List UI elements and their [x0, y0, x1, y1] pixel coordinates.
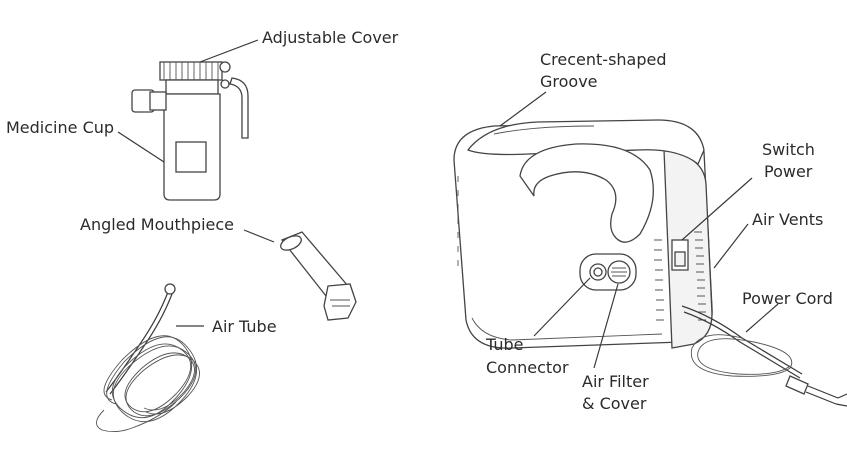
label-tube-connector-line1: Tube: [486, 335, 524, 354]
leader-switch: [681, 177, 753, 241]
leader-air-filter: [593, 283, 619, 369]
mouthpiece-drawing: [280, 231, 357, 321]
label-tube-connector-line2: Connector: [486, 358, 569, 377]
label-switch-line1: Switch: [762, 140, 815, 159]
label-air-filter-line1: Air Filter: [582, 372, 649, 391]
leader-power-cord: [745, 303, 779, 333]
label-switch-line2: Power: [764, 162, 813, 181]
leader-groove: [499, 91, 547, 127]
medicine-cup-drawing: [131, 61, 249, 201]
label-medicine-cup: Medicine Cup: [6, 118, 115, 137]
leader-adjustable-cover: [199, 39, 259, 63]
label-air-vents: Air Vents: [752, 210, 824, 229]
label-adjustable-cover: Adjustable Cover: [262, 28, 399, 47]
label-groove-line1: Crecent-shaped: [540, 50, 667, 69]
leader-angled-mouthpiece: [243, 229, 275, 243]
leader-lines: [117, 39, 779, 369]
label-air-tube: Air Tube: [212, 317, 277, 336]
leader-tube-connector: [533, 277, 591, 337]
handle-shape: [519, 143, 654, 243]
air-tube-drawing: [96, 283, 200, 433]
leader-medicine-cup: [117, 131, 165, 163]
adjustable-cover-shape: [159, 61, 223, 81]
leader-air-vents: [713, 223, 749, 269]
compressor-drawing: [453, 119, 847, 407]
cover-strap: [229, 77, 249, 139]
air-vents-marks: [694, 231, 706, 321]
label-groove-line2: Groove: [540, 72, 598, 91]
label-power-cord: Power Cord: [742, 289, 833, 308]
label-air-filter-line2: & Cover: [582, 394, 647, 413]
label-angled-mouthpiece: Angled Mouthpiece: [80, 215, 235, 234]
